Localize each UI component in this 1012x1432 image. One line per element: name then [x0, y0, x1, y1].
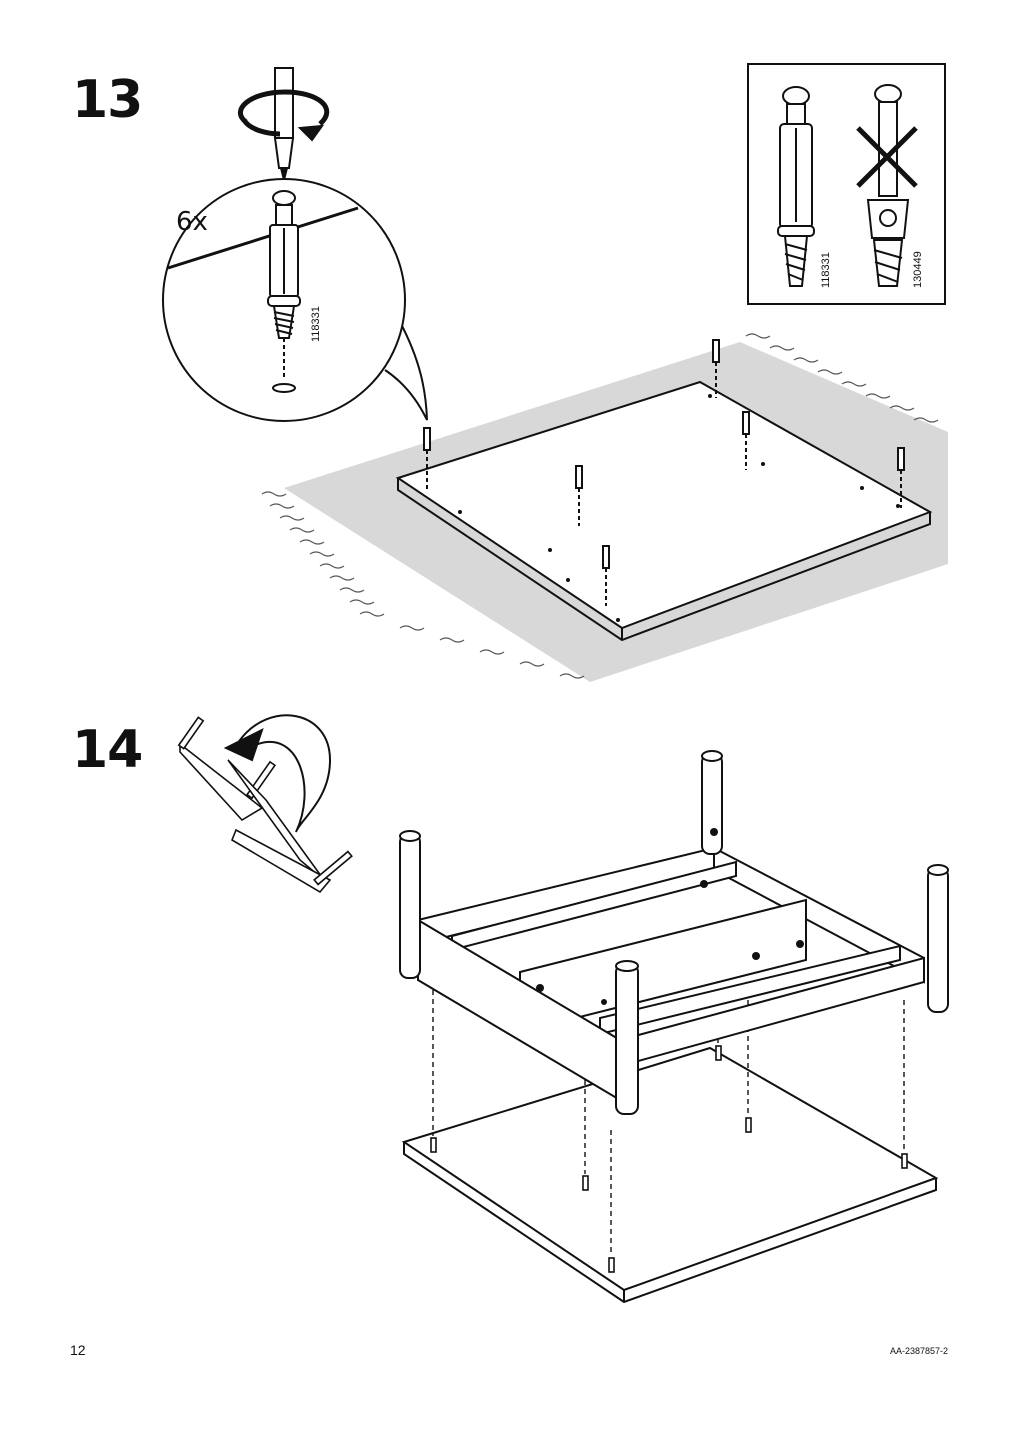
cam-dowel-icon	[267, 190, 301, 393]
part-comparison-box	[747, 63, 946, 305]
step-14-number: 14	[72, 720, 143, 780]
table-top-panel-bottom	[401, 1046, 939, 1304]
page-number: 12	[70, 1342, 86, 1358]
inserted-dowels	[423, 339, 905, 606]
wrong-part-code: 130449	[912, 251, 924, 288]
part-code-label: 118331	[310, 306, 322, 342]
rug-fringe	[261, 333, 939, 679]
incorrect-part-icon	[866, 84, 910, 287]
table-frame-icon	[177, 716, 353, 894]
quantity-label: 6x	[176, 207, 208, 237]
step-13-illustration	[162, 63, 948, 682]
screw-holes	[458, 394, 900, 622]
correct-part-code: 118331	[820, 252, 832, 288]
dowels-bottom	[430, 1045, 908, 1273]
correct-part-icon	[777, 86, 815, 287]
table-legs	[399, 750, 949, 1115]
flip-over-arrow-icon	[223, 714, 332, 833]
screwdriver-icon	[273, 67, 295, 181]
rotate-clockwise-icon	[238, 89, 330, 142]
step-14-illustration	[177, 714, 949, 1304]
document-id: AA-2387857-2	[889, 1346, 948, 1356]
wrong-part-cross-icon	[856, 126, 918, 188]
step-13-number: 13	[72, 70, 143, 130]
table-top-panel	[395, 380, 933, 642]
table-frame	[417, 846, 925, 1102]
frame-holes	[536, 828, 804, 1005]
